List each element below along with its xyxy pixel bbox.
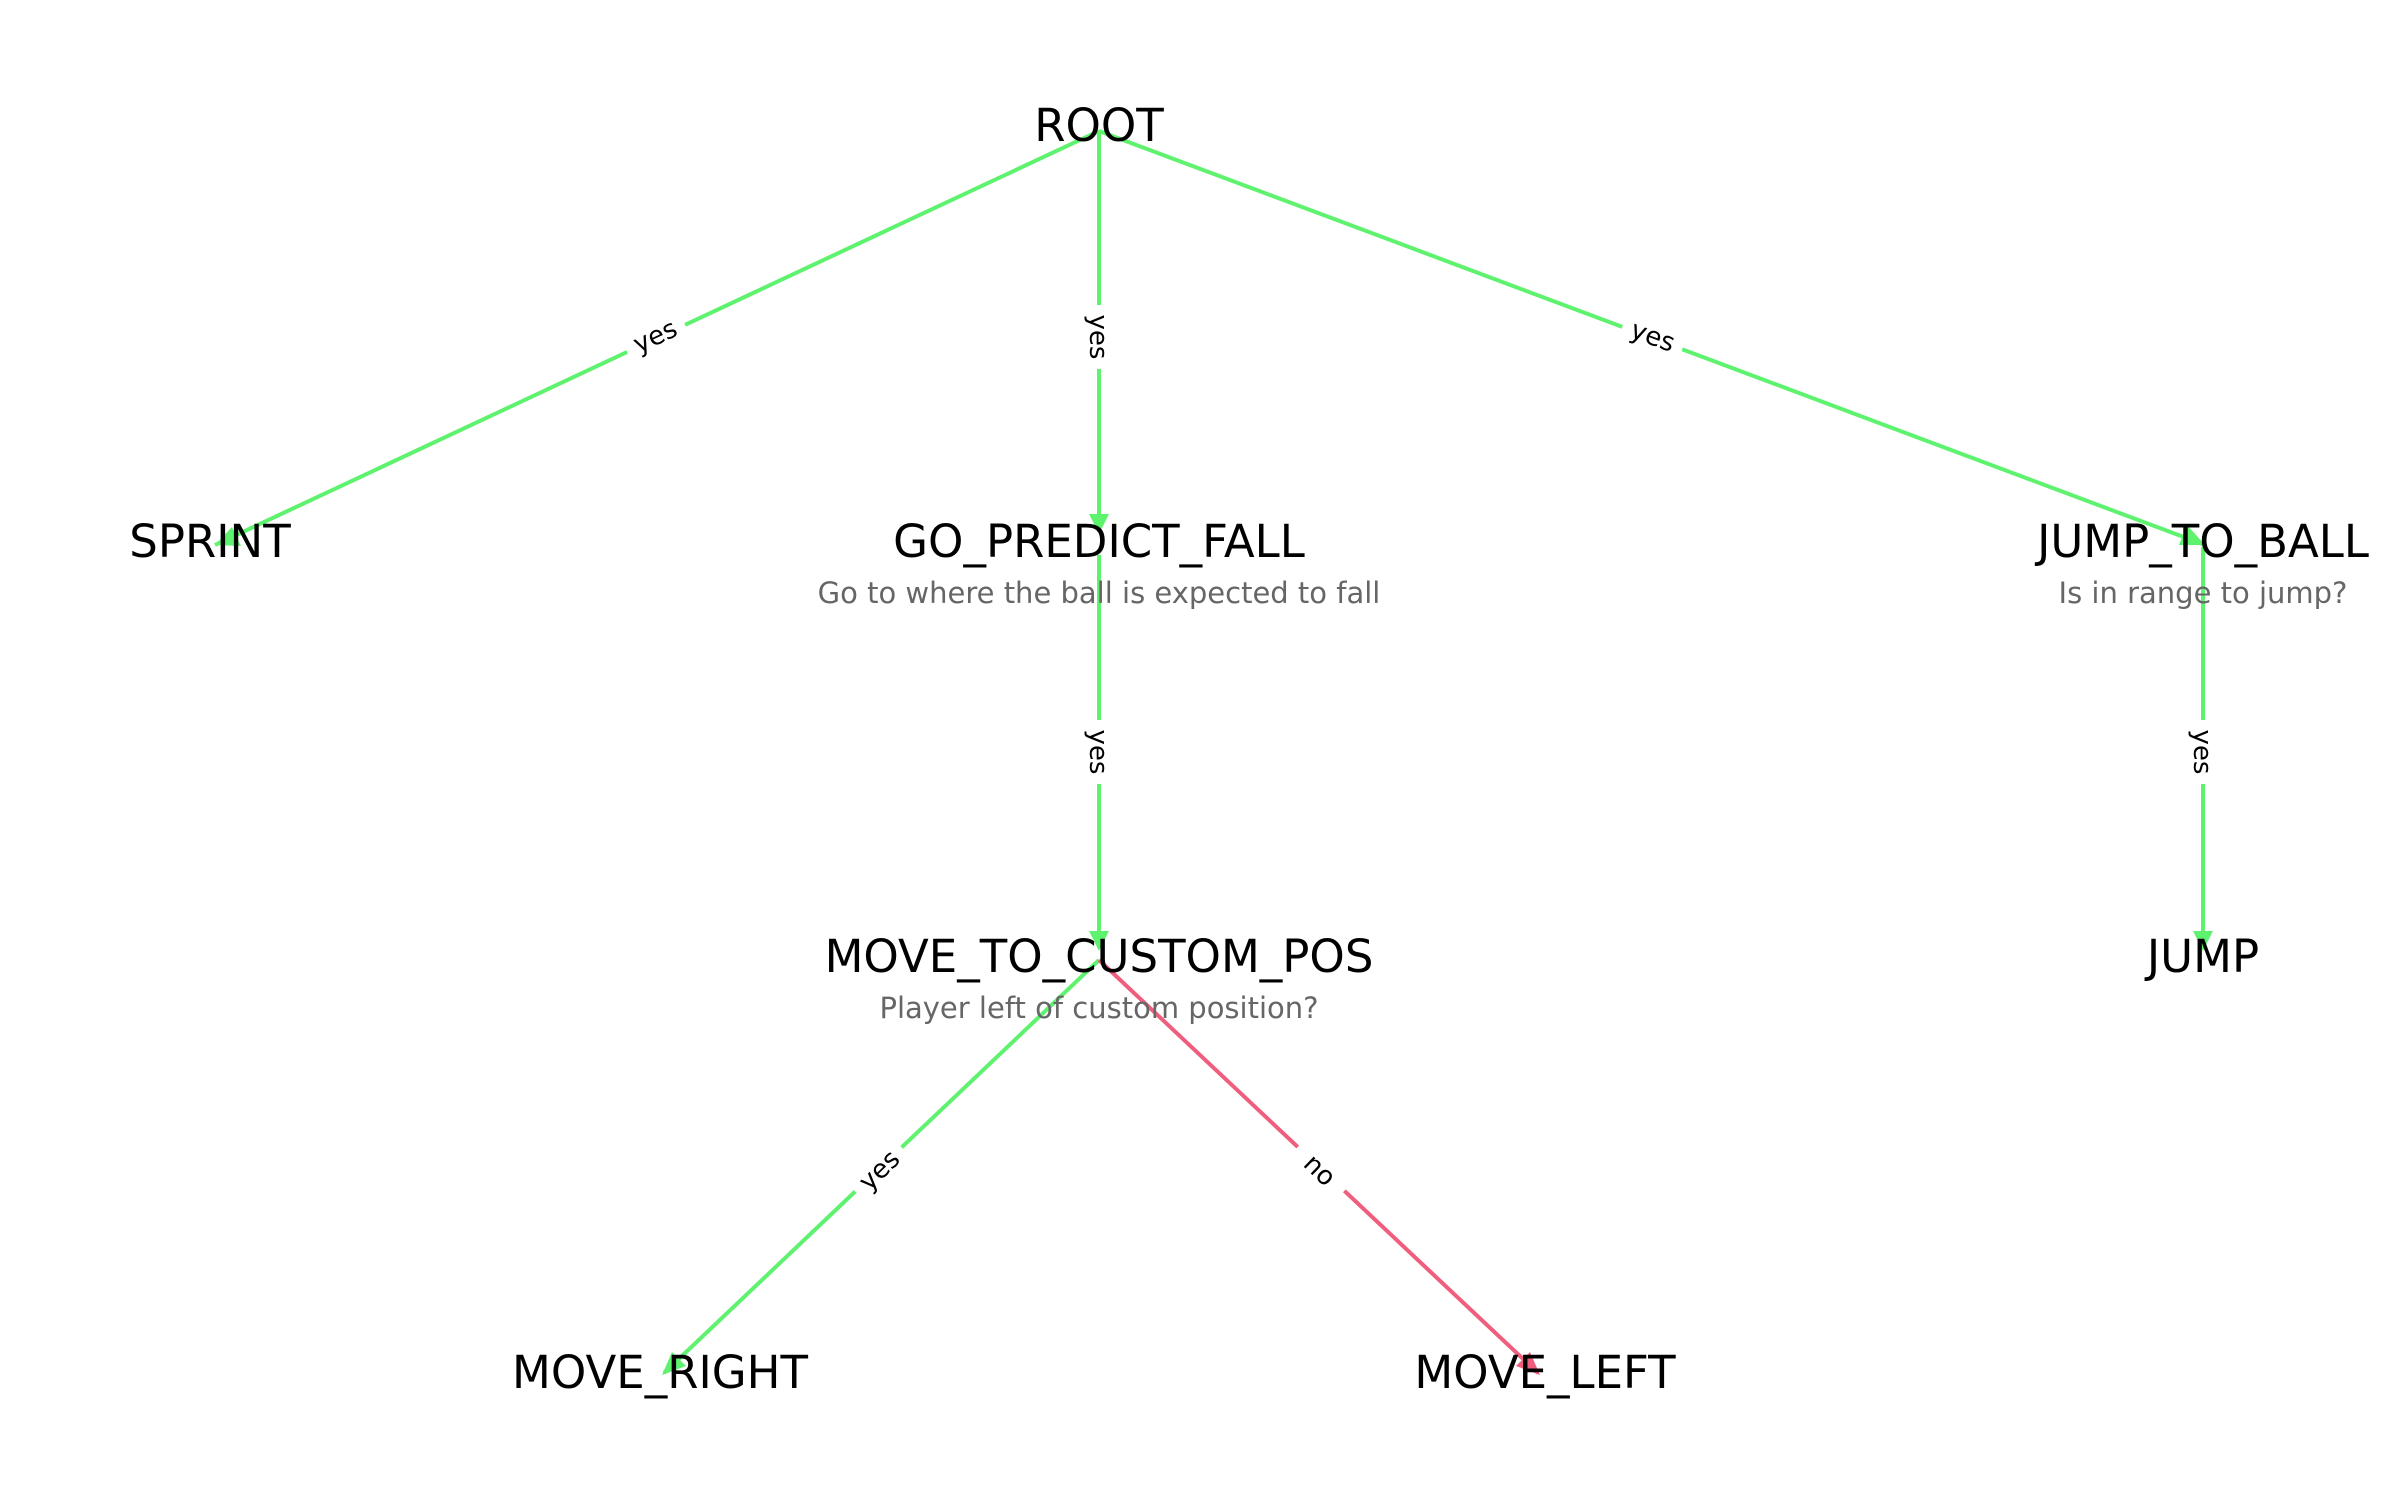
node-title: MOVE_RIGHT xyxy=(512,1346,808,1399)
edge-root-go-predict-fall: yes xyxy=(1082,131,1118,534)
node-title: GO_PREDICT_FALL xyxy=(893,515,1305,568)
arrowhead-icon xyxy=(1089,931,1109,951)
edge-go-predict-fall-move-to-custom-pos: yes xyxy=(1082,555,1118,951)
edge-jump-to-ball-jump: yes xyxy=(2186,547,2222,951)
node-title: MOVE_TO_CUSTOM_POS xyxy=(825,930,1374,983)
edge-label: yes xyxy=(1083,730,1113,775)
nodes: ROOT SPRINT GO_PREDICT_FALL Go to where … xyxy=(129,99,2369,1399)
node-move-to-custom-pos: MOVE_TO_CUSTOM_POS Player left of custom… xyxy=(825,930,1374,1025)
edge-move-to-custom-pos-move-left: no xyxy=(1097,958,1540,1375)
edge-label-background xyxy=(842,1133,914,1204)
node-title: SPRINT xyxy=(129,515,291,568)
edge-root-jump-to-ball: yes xyxy=(1098,129,2206,547)
node-jump: JUMP xyxy=(2144,930,2259,983)
edges: yes yes yes yes xyxy=(214,129,2222,1375)
edge-label-background xyxy=(1617,306,1690,362)
arrowhead-icon xyxy=(662,1352,686,1375)
node-sprint: SPRINT xyxy=(129,515,291,568)
node-title: ROOT xyxy=(1034,99,1164,152)
node-move-left: MOVE_LEFT xyxy=(1414,1346,1676,1399)
node-root: ROOT xyxy=(1034,99,1164,152)
arrowhead-icon xyxy=(215,527,241,546)
edge-label-background xyxy=(1285,1133,1357,1204)
node-description: Go to where the ball is expected to fall xyxy=(818,576,1381,610)
arrowhead-icon xyxy=(1516,1352,1540,1375)
node-title: JUMP xyxy=(2144,930,2259,983)
edge-root-sprint: yes xyxy=(214,129,1100,547)
edge-move-to-custom-pos-move-right: yes xyxy=(662,958,1101,1375)
edge-label: yes xyxy=(1083,315,1113,360)
edge-label-background xyxy=(1082,720,1118,784)
node-go-predict-fall: GO_PREDICT_FALL Go to where the ball is … xyxy=(818,515,1381,610)
node-move-right: MOVE_RIGHT xyxy=(512,1346,808,1399)
arrowhead-icon xyxy=(1089,514,1109,534)
edge-label-background xyxy=(2186,720,2222,784)
node-description: Player left of custom position? xyxy=(879,991,1318,1025)
edge-label-background xyxy=(617,304,691,365)
edge-label: yes xyxy=(2187,730,2217,775)
node-jump-to-ball: JUMP_TO_BALL Is in range to jump? xyxy=(2034,515,2369,610)
node-description: Is in range to jump? xyxy=(2059,576,2348,610)
arrowhead-icon xyxy=(2179,525,2205,545)
node-title: JUMP_TO_BALL xyxy=(2034,515,2369,568)
edge-label-background xyxy=(1082,305,1118,369)
arrowhead-icon xyxy=(2193,931,2213,951)
node-title: MOVE_LEFT xyxy=(1414,1346,1676,1399)
